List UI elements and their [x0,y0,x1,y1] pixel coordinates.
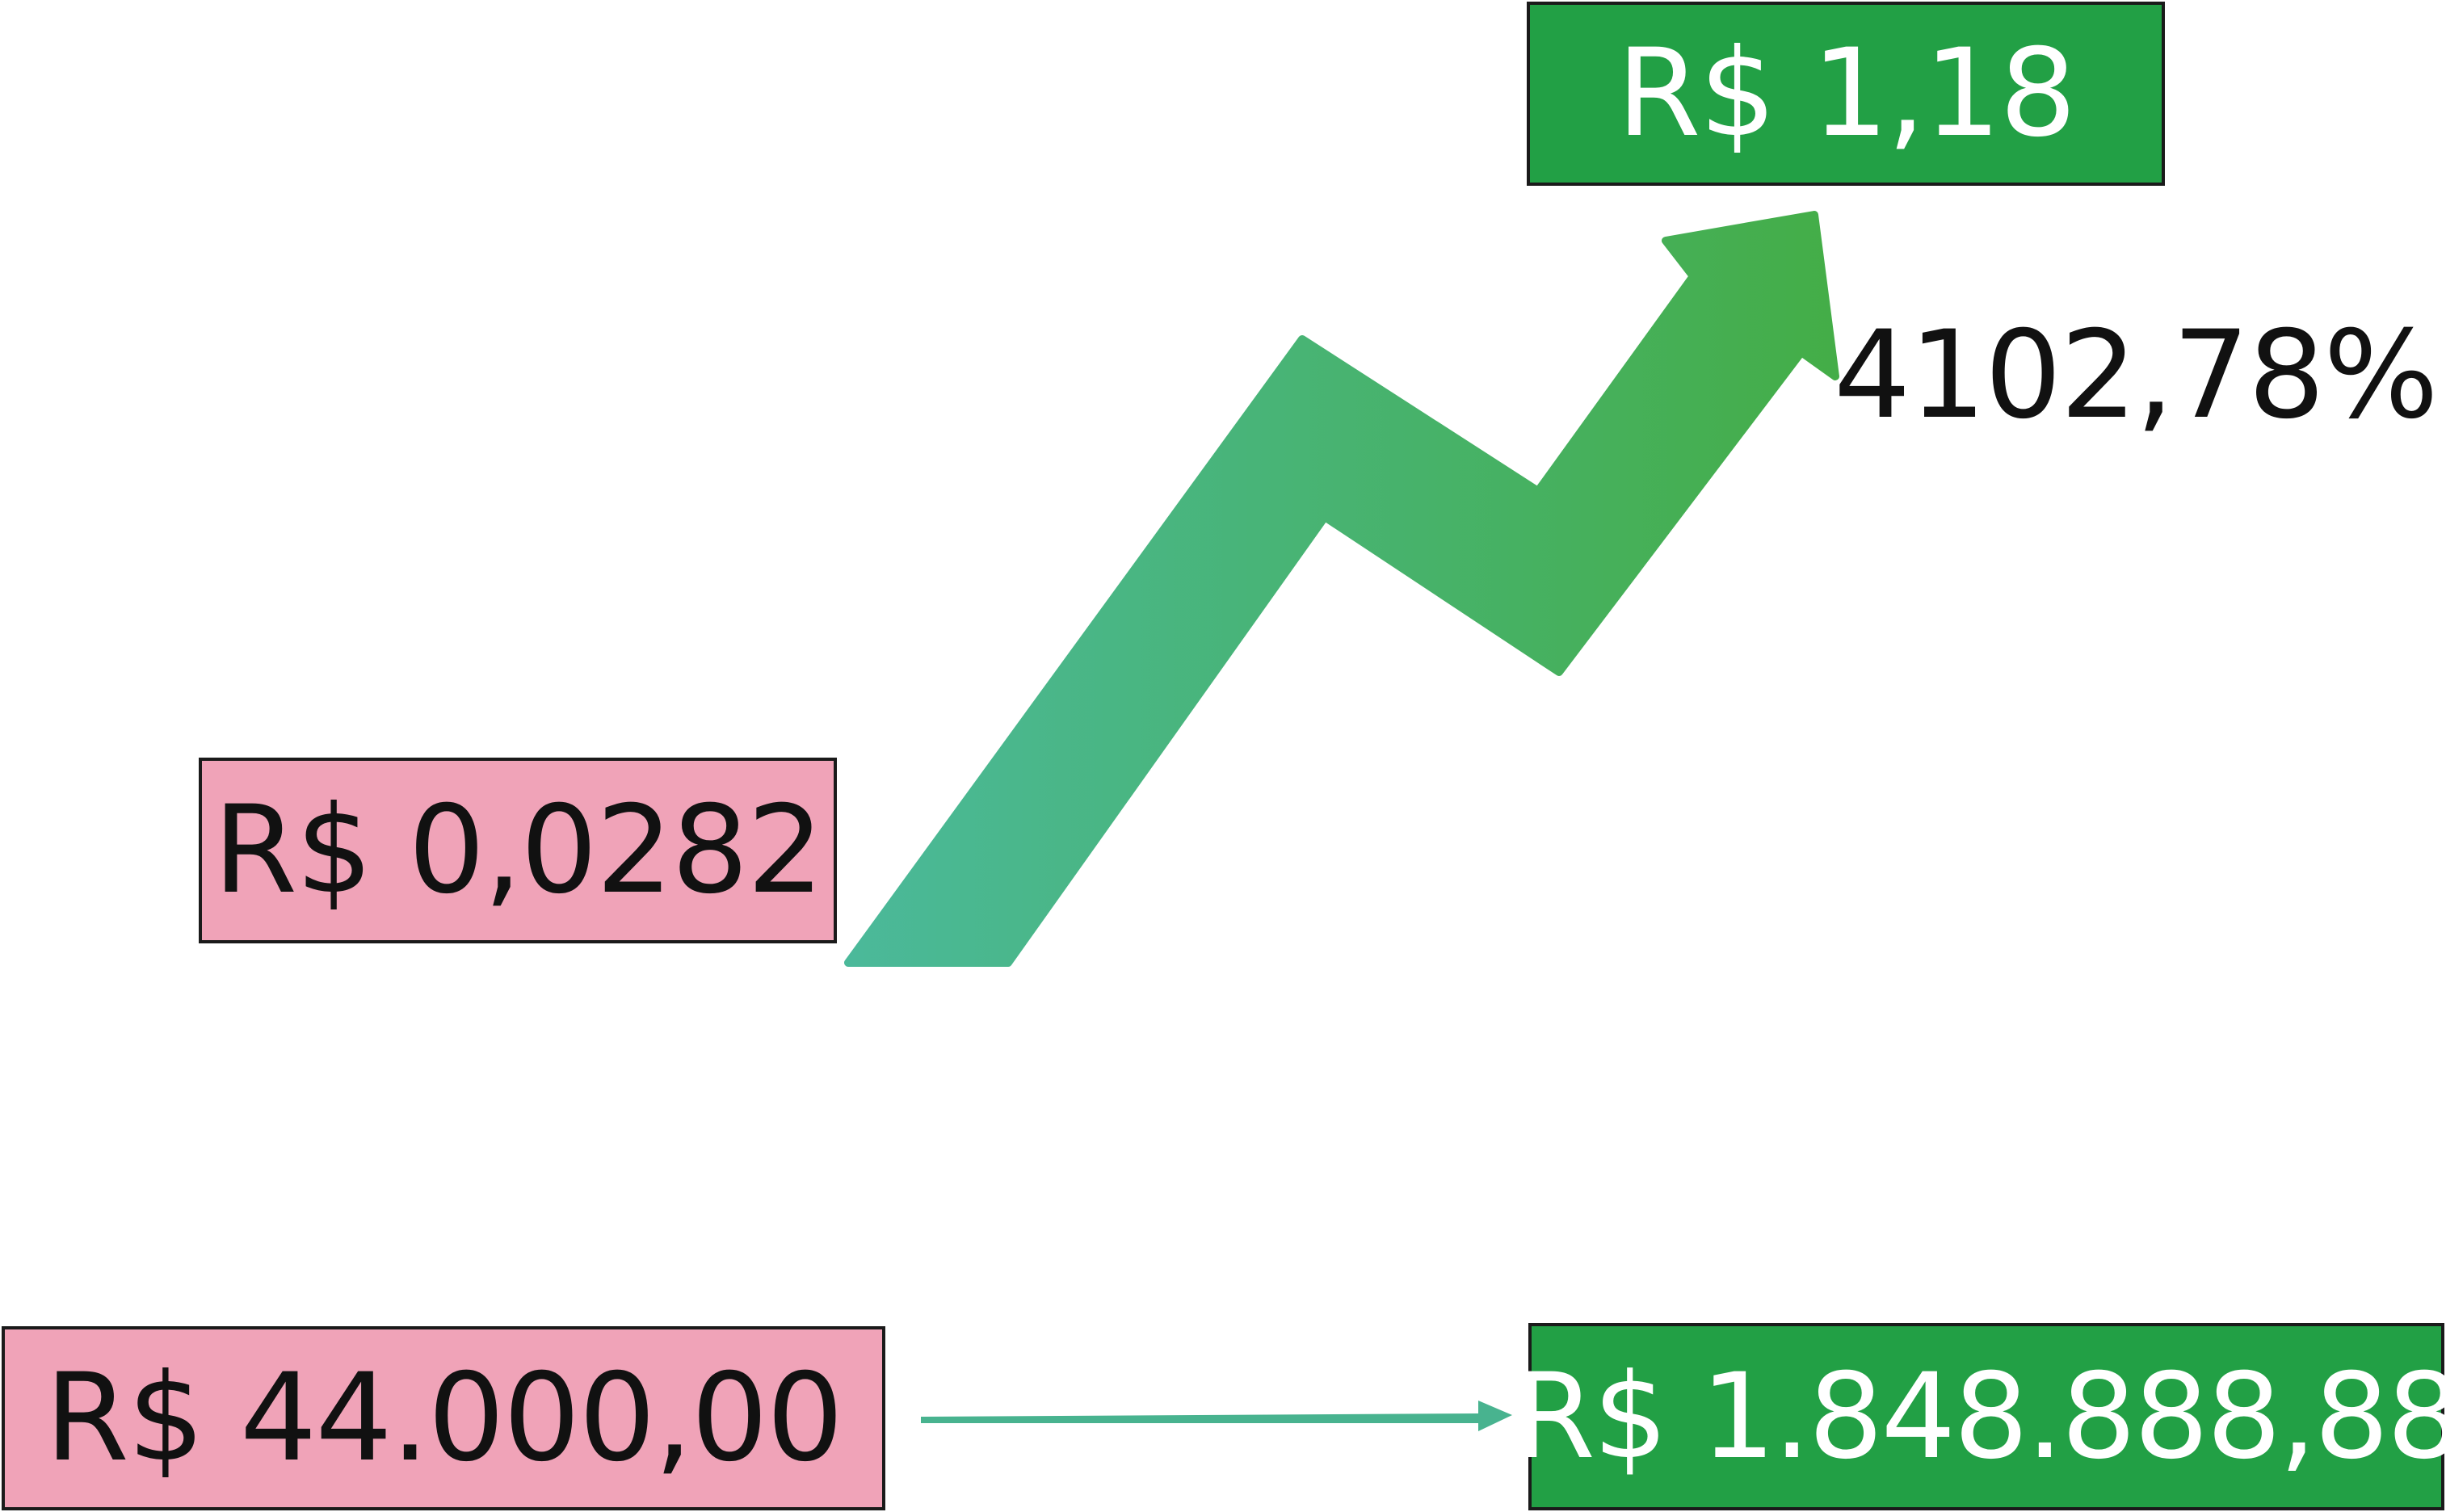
start-investment-box: R$ 44.000,00 [2,1326,885,1510]
end-investment-value: R$ 1.848.888,88 [1513,1348,2446,1485]
trend-up-arrow [844,211,1839,967]
start-price-value: R$ 0,0282 [212,780,824,921]
investment-arrow [921,1401,1512,1431]
end-price-box: R$ 1,18 [1527,2,2165,186]
end-investment-box: R$ 1.848.888,88 [1514,1323,2446,1510]
change-percent-label: 4102,78% [1834,305,2439,446]
start-investment-value: R$ 44.000,00 [44,1348,844,1489]
end-price-value: R$ 1,18 [1616,23,2076,164]
start-price-box: R$ 0,0282 [199,758,837,943]
